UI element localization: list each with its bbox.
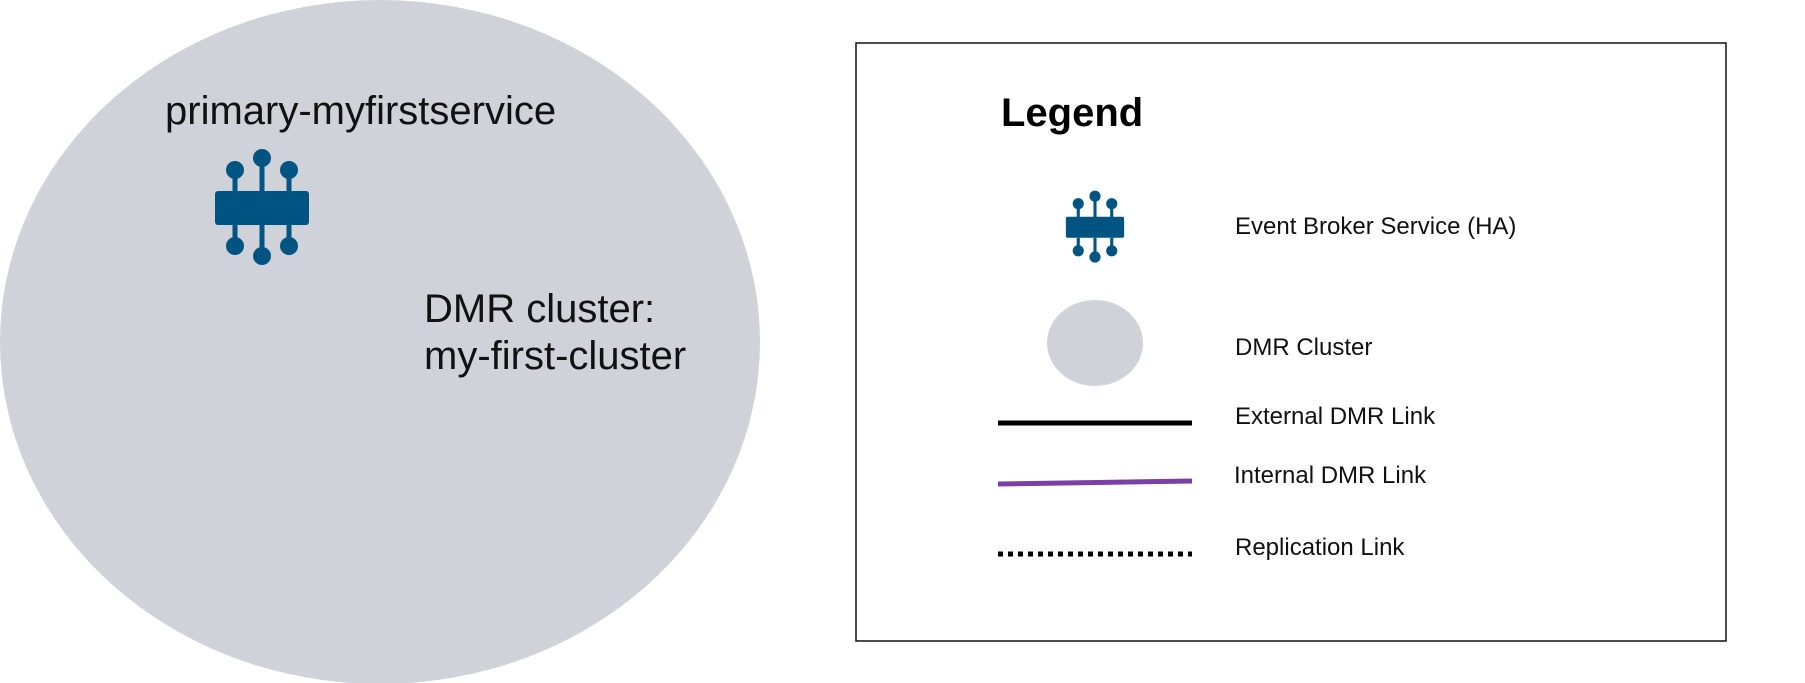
cluster-label-line1: DMR cluster: [424, 287, 655, 331]
legend-item-label: Replication Link [1235, 534, 1405, 561]
legend-broker-icon [1064, 189, 1126, 265]
legend-internal-link-line [997, 478, 1193, 487]
legend-item-label: Event Broker Service (HA) [1235, 213, 1516, 240]
legend-item-label: External DMR Link [1235, 403, 1436, 430]
legend-title: Legend [1001, 91, 1143, 135]
legend-cluster-ellipse [1047, 300, 1143, 386]
legend-item-label: DMR Cluster [1235, 334, 1372, 361]
legend-frame [855, 42, 1727, 642]
event-broker-icon[interactable] [215, 149, 309, 265]
legend: Legend Event Broker Service (HA) DMR Clu… [855, 42, 1727, 642]
legend-item-label: Internal DMR Link [1234, 462, 1427, 489]
service-label: primary-myfirstservice [165, 89, 556, 133]
cluster-label-line2: my-first-cluster [424, 334, 686, 378]
dmr-cluster-ellipse [0, 0, 760, 683]
